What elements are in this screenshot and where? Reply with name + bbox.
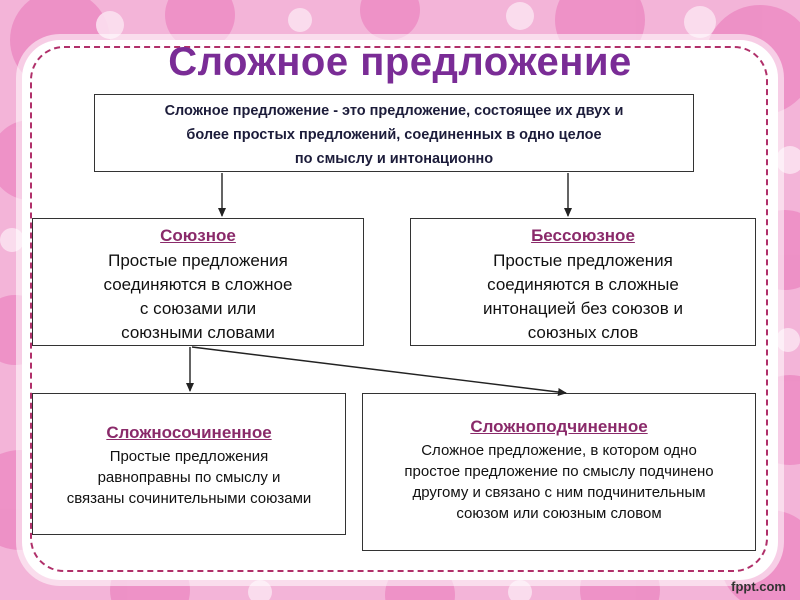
definition-line: Сложное предложение - это предложение, с… (164, 103, 624, 119)
slozhnopodchinennoe-line: простое предложение по смыслу подчинено (404, 463, 714, 480)
soyuznoe-line: Простые предложения (108, 251, 288, 270)
slozhnosochinennoe-line: равноправны по смыслу и (97, 469, 281, 486)
soyuznoe-line: союзными словами (121, 323, 275, 342)
bessoyuznoe-line: союзных слов (527, 323, 639, 342)
slozhnopodchinennoe-heading: Сложноподчиненное (470, 417, 648, 436)
slozhnopodchinennoe-box: Сложноподчиненное Сложное предложение, в… (362, 393, 756, 551)
soyuznoe-line: соединяются в сложное (103, 275, 293, 294)
slozhnosochinennoe-heading: Сложносочиненное (106, 423, 272, 442)
footer-brand: fppt.com (731, 579, 786, 594)
soyuznoe-line: с союзами или (139, 299, 257, 318)
dashed-border (30, 46, 768, 572)
slozhnopodchinennoe-line: Сложное предложение, в котором одно (421, 442, 697, 459)
slozhnopodchinennoe-line: другому и связано с ним подчинительным (412, 484, 706, 501)
bessoyuznoe-box: Бессоюзное Простые предложения соединяют… (410, 218, 756, 346)
soyuznoe-heading: Союзное (160, 226, 236, 245)
definition-box: Сложное предложение - это предложение, с… (94, 94, 694, 172)
slozhnosochinennoe-line: Простые предложения (109, 448, 269, 465)
slozhnosochinennoe-line: связаны сочинительными союзами (66, 490, 312, 507)
definition-line: по смыслу и интонационно (294, 151, 494, 167)
bessoyuznoe-line: Простые предложения (493, 251, 673, 270)
definition-line: более простых предложений, соединенных в… (186, 127, 602, 143)
slozhnosochinennoe-box: Сложносочиненное Простые предложения рав… (32, 393, 346, 535)
bessoyuznoe-line: соединяются в сложные (487, 275, 679, 294)
slozhnopodchinennoe-line: союзом или союзным словом (456, 505, 662, 522)
slide-title: Сложное предложение (168, 40, 632, 84)
bessoyuznoe-heading: Бессоюзное (531, 226, 635, 245)
bessoyuznoe-line: интонацией без союзов и (482, 299, 684, 318)
soyuznoe-box: Союзное Простые предложения соединяются … (32, 218, 364, 346)
